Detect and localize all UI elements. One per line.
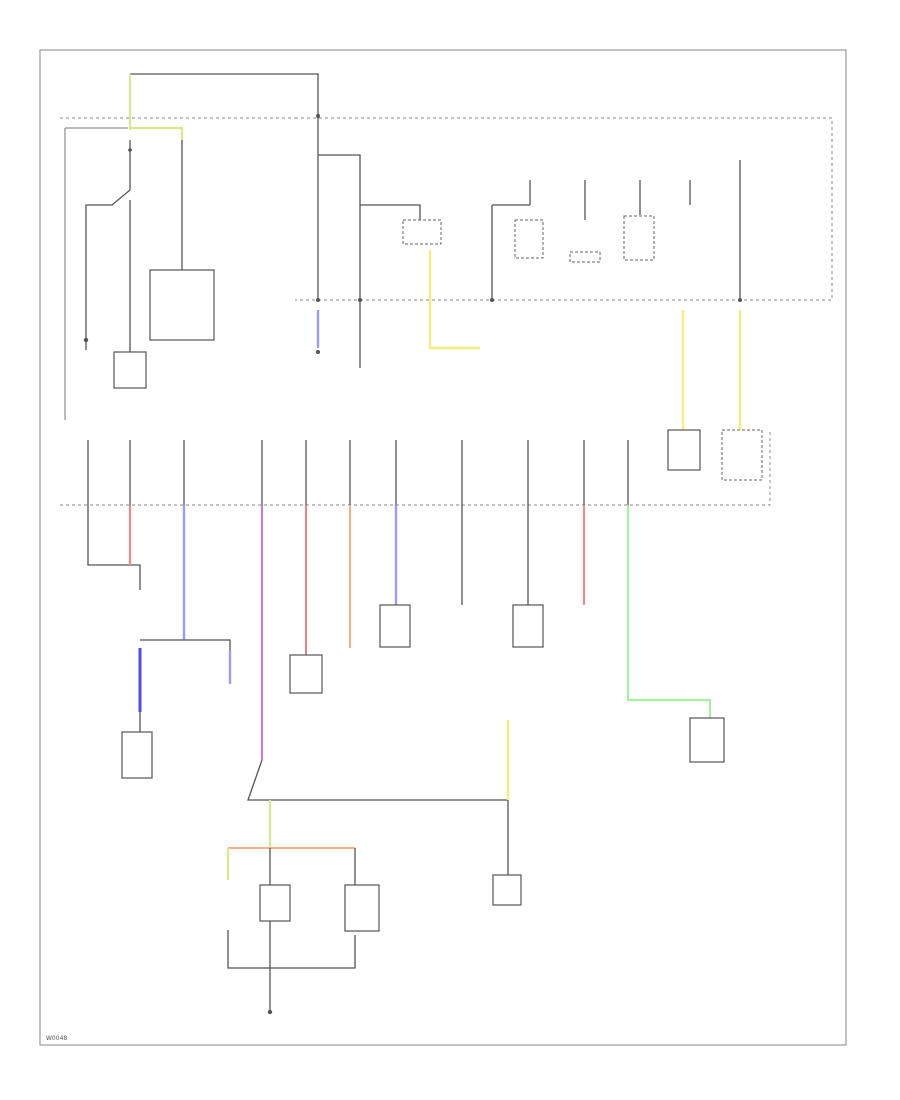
footer-code: W0048 bbox=[46, 1035, 67, 1042]
dash-fuse-box bbox=[60, 430, 771, 506]
solenoid-switch-center bbox=[259, 884, 291, 922]
battery-feed bbox=[128, 73, 361, 300]
fuse-box-component-3 bbox=[623, 215, 655, 261]
connector-ground-right bbox=[492, 874, 522, 906]
ignition-switch-area bbox=[64, 127, 215, 420]
fuse-box-component-2 bbox=[514, 219, 544, 259]
trailer-lamp-1 bbox=[289, 654, 323, 694]
trailer-module-left bbox=[121, 731, 153, 779]
trailer-relay-1 bbox=[379, 604, 411, 648]
under-hood-fuse-box bbox=[60, 117, 833, 302]
lower-circuits bbox=[226, 720, 522, 1015]
fuse-box-component-1 bbox=[402, 219, 442, 245]
fuse-relay-right bbox=[721, 429, 763, 481]
brake-switch-right bbox=[344, 884, 380, 932]
branch-circuits bbox=[87, 505, 725, 801]
trailer-relay-2 bbox=[512, 604, 544, 648]
under-hood-outputs bbox=[316, 250, 763, 481]
fuse-relay-left bbox=[667, 429, 701, 471]
transmission-range-switch bbox=[113, 351, 147, 389]
diagram-frame bbox=[39, 49, 847, 1046]
trailer-module-right bbox=[689, 717, 725, 763]
fuse-box-component-4 bbox=[569, 251, 601, 263]
starter-relay bbox=[149, 269, 215, 341]
